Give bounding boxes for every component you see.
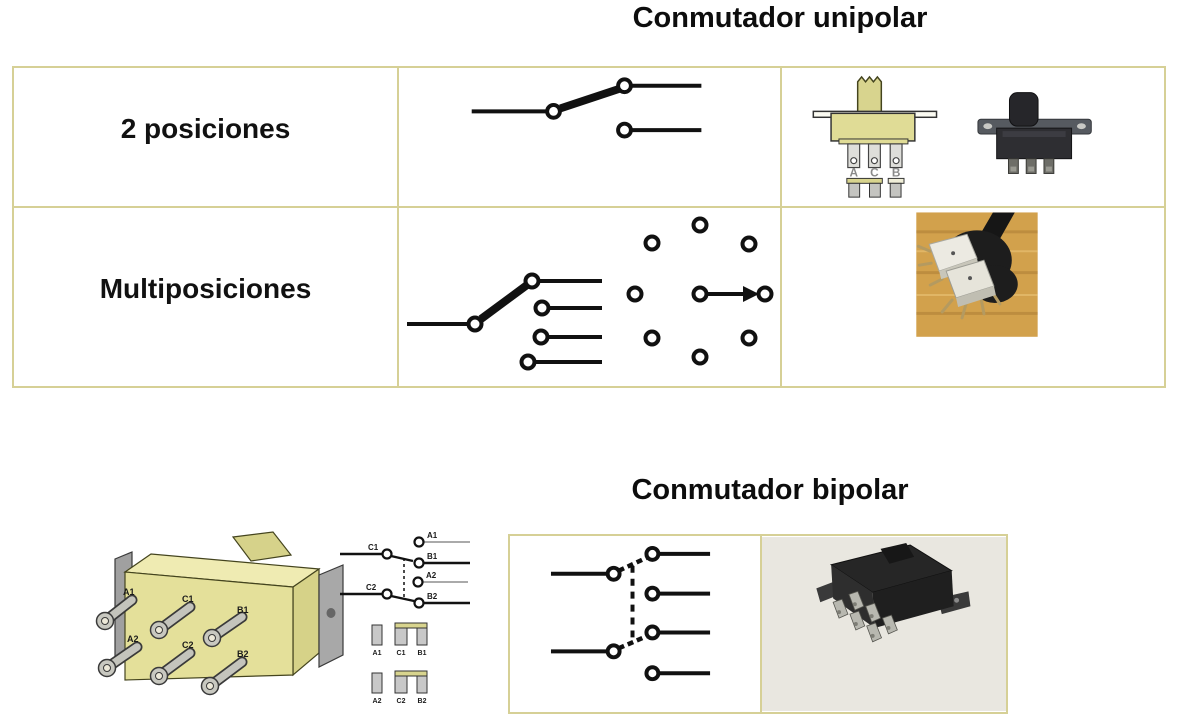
multiposition-symbols-cell xyxy=(399,208,782,386)
bipolar-switch-3d-drawing: A1 C1 B1 A2 C2 B2 xyxy=(95,531,344,696)
unipolar-table: 2 posiciones xyxy=(12,66,1166,388)
spdt-switch-symbol-icon xyxy=(471,77,702,139)
dpdt-switch-photo xyxy=(762,537,1006,711)
label-b1: B1 xyxy=(237,605,249,615)
row-label-text: Multiposiciones xyxy=(99,273,312,304)
pad-label-a2: A2 xyxy=(373,698,382,705)
rotary-switch-photo xyxy=(916,212,1038,337)
spdt-symbol-cell xyxy=(399,68,782,208)
dpdt-switch-symbol-icon xyxy=(550,545,711,682)
terminal-label-b: B xyxy=(892,165,901,179)
schematic-label-b1: B1 xyxy=(427,552,438,561)
schematic-label-a2: A2 xyxy=(426,571,437,580)
label-b2: B2 xyxy=(237,649,249,659)
pad-diagram-row2 xyxy=(371,670,428,694)
pad-label-a1: A1 xyxy=(373,650,382,657)
row-label-2-posiciones: 2 posiciones xyxy=(14,68,399,208)
row-label-text: 2 posiciones xyxy=(120,113,291,144)
rotary-selector-symbol-icon xyxy=(626,216,774,366)
multi-throw-lever-symbol-icon xyxy=(407,272,602,371)
bipolar-title: Conmutador bipolar xyxy=(631,474,909,506)
pad-label-b2: B2 xyxy=(418,698,427,705)
schematic-label-c2: C2 xyxy=(366,583,377,592)
label-c1: C1 xyxy=(182,594,194,604)
schematic-label-b2: B2 xyxy=(427,592,438,601)
terminal-label-a: A xyxy=(849,165,858,179)
bipolar-switch-small-schematic: A1 C1 B1 A2 C2 B2 A1 C1 B1 A2 C2 xyxy=(340,531,470,705)
dpdt-switch-photo-cell xyxy=(762,536,1006,712)
slide-switch-drawings: A C B xyxy=(812,75,1092,198)
label-a1: A1 xyxy=(123,587,135,597)
pad-label-b1: B1 xyxy=(418,650,427,657)
pad-label-c1: C1 xyxy=(397,650,406,657)
rotary-switch-photo-cell xyxy=(782,208,1164,386)
dpdt-symbol-cell xyxy=(510,536,762,712)
terminal-connection-diagram-icon xyxy=(846,177,905,198)
row-label-multiposiciones: Multiposiciones xyxy=(14,208,399,386)
bipolar-table xyxy=(508,534,1008,714)
schematic-label-c1: C1 xyxy=(368,543,379,552)
terminal-label-c: C xyxy=(870,165,879,179)
label-c2: C2 xyxy=(182,640,194,650)
unipolar-title: Conmutador unipolar xyxy=(632,2,928,34)
slide-switch-photos-cell: A C B xyxy=(782,68,1164,208)
multiposition-switch-symbols xyxy=(407,216,774,371)
schematic-label-a1: A1 xyxy=(427,531,438,540)
label-a2: A2 xyxy=(127,634,139,644)
pad-label-c2: C2 xyxy=(397,698,406,705)
black-slide-switch-photo xyxy=(977,92,1092,174)
terminal-lugs xyxy=(95,594,248,696)
pad-diagram-row1 xyxy=(371,622,428,646)
khaki-slide-switch-icon: A C B xyxy=(812,75,938,198)
